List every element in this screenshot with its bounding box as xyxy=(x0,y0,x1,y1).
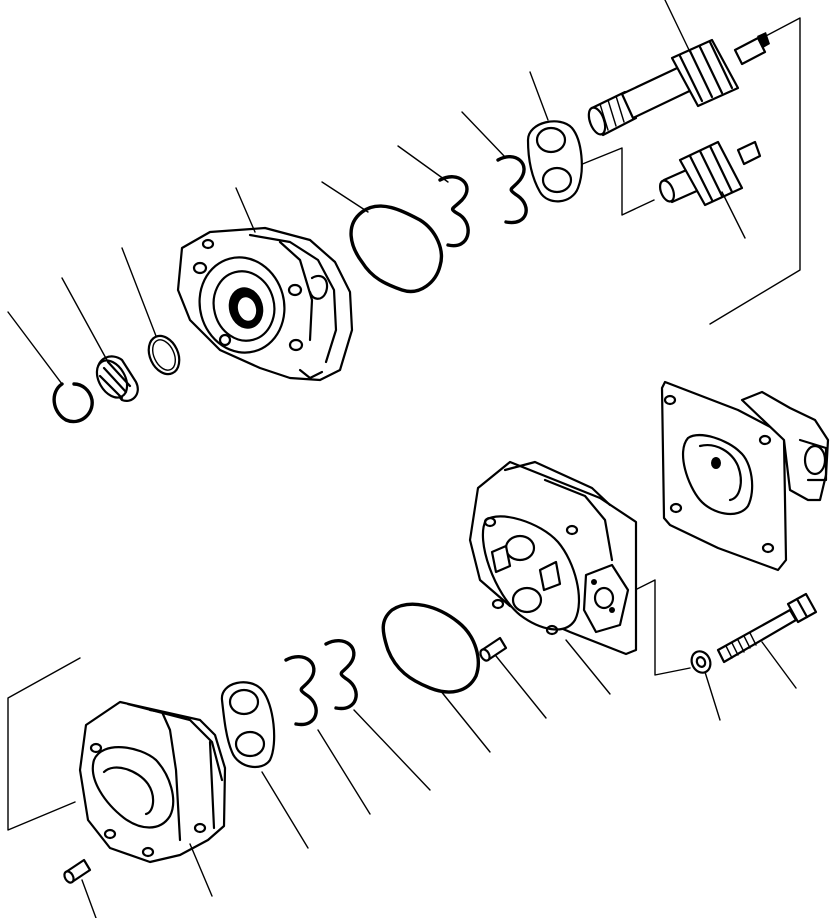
bushing-lower-plate xyxy=(220,681,276,769)
seal-ring-upper-a xyxy=(438,175,470,248)
gear-case xyxy=(78,700,227,897)
leader-seal-upper-a xyxy=(397,145,449,183)
seal-ring-upper-b xyxy=(496,154,528,225)
leader-gasket-lower xyxy=(439,689,491,753)
gasket-upper xyxy=(321,181,443,294)
bushing-plate xyxy=(526,120,583,203)
leader-driven-gear xyxy=(721,191,746,239)
seal-rings-upper xyxy=(397,111,528,248)
drive-shaft xyxy=(587,0,770,137)
spring-washer-ring xyxy=(690,650,712,674)
snap-ring-outline xyxy=(52,382,94,424)
gasket-upper-outline xyxy=(349,204,443,294)
middle-plate-port-a xyxy=(504,534,536,562)
seal-ring-lower-a xyxy=(284,654,318,727)
leader-bushing-upper xyxy=(529,71,549,121)
bracket-right-upper xyxy=(709,17,801,325)
middle-plate xyxy=(468,460,638,695)
shaft-end-stub xyxy=(733,36,767,66)
bracket-shaft-gear xyxy=(579,147,655,216)
leader-washer xyxy=(121,247,157,337)
dowel-pin-lower xyxy=(63,858,97,918)
seal-rings-lower xyxy=(284,638,431,815)
spring-washer xyxy=(690,650,721,721)
leader-bearing xyxy=(61,277,109,363)
snap-ring xyxy=(7,311,94,424)
leader-gear-case xyxy=(189,843,213,897)
bracket-plate-bolt xyxy=(634,579,691,676)
leader-seal-upper-b xyxy=(461,111,507,159)
leader-seal-lower-a xyxy=(317,729,371,815)
leader-front-cover xyxy=(235,187,256,233)
shaft-spline-face xyxy=(587,106,607,136)
driven-gear xyxy=(658,140,762,239)
leader-bolt xyxy=(761,641,797,689)
leader-bushing-lower xyxy=(261,771,309,849)
dowel-pin-upper xyxy=(479,636,547,719)
front-cover xyxy=(176,187,354,382)
washer-outer xyxy=(147,334,181,376)
middle-plate-port-b xyxy=(511,586,543,614)
gasket-lower xyxy=(381,602,491,753)
bearing xyxy=(61,277,139,402)
bushing-upper xyxy=(526,71,583,203)
rear-body-plate xyxy=(660,380,788,572)
leader-snap-ring xyxy=(7,311,63,385)
leader-gasket-upper xyxy=(321,181,369,213)
shaft-gear xyxy=(670,38,740,108)
bracket-lines xyxy=(7,17,801,831)
bolt xyxy=(716,592,818,689)
seal-ring-lower-b xyxy=(324,638,358,711)
rear-pump-body xyxy=(660,380,830,572)
leader-middle-plate xyxy=(565,639,611,695)
leader-drive-shaft xyxy=(664,0,691,53)
bushing-lower xyxy=(220,681,309,849)
leader-spring-washer xyxy=(704,671,721,721)
bracket-left-lower xyxy=(7,657,81,831)
gasket-lower-outline xyxy=(381,602,480,694)
leader-dowel-pin-upper xyxy=(495,655,547,719)
washer xyxy=(121,247,181,376)
leader-dowel-pin-lower xyxy=(81,879,97,918)
leader-seal-lower-b xyxy=(353,709,431,791)
